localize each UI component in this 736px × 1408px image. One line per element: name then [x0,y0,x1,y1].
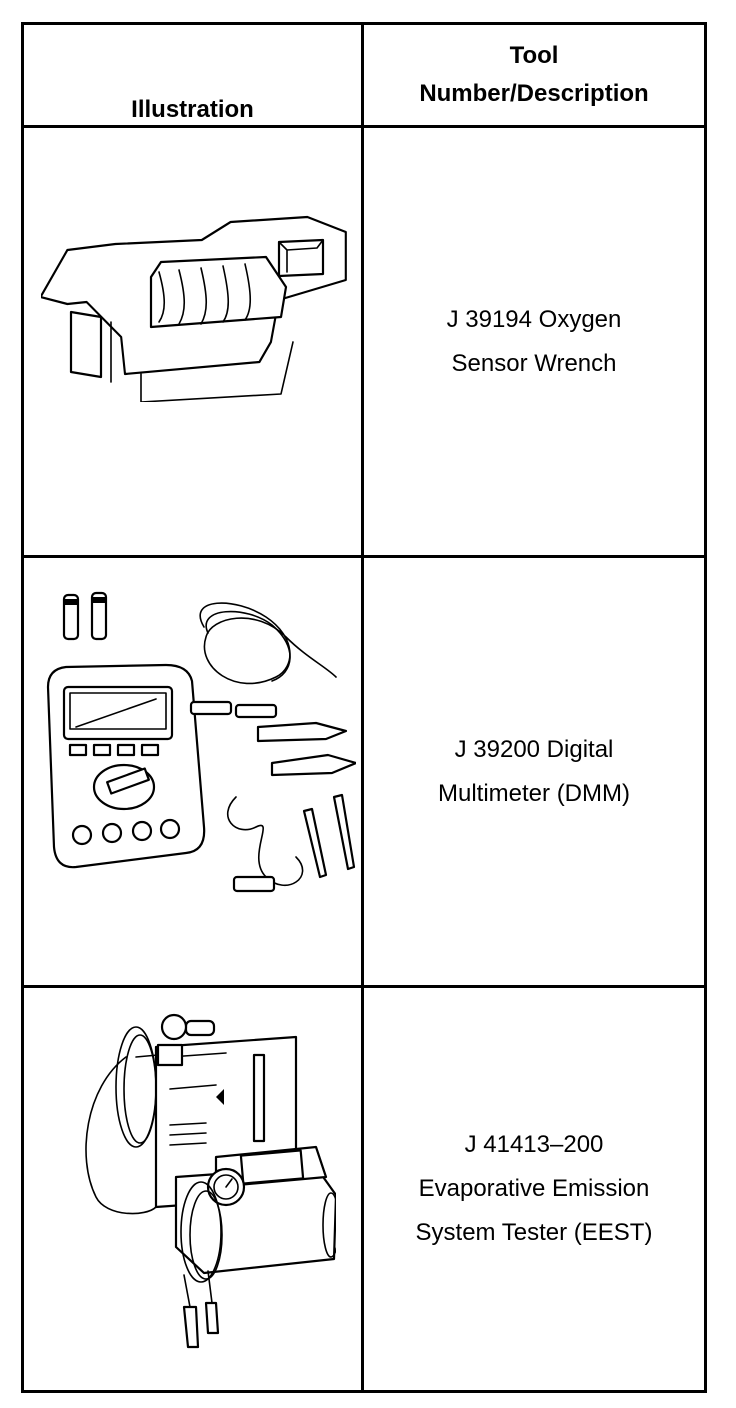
table-border-right [704,22,707,1393]
header-illustration: Illustration [131,96,254,123]
table-border-left [21,22,24,1393]
header-tool-line2: Number/Description [419,80,649,107]
tool-table: Illustration Tool Number/Description J 3… [21,22,707,1393]
row-3-line-3: System Tester (EEST) [415,1219,653,1246]
header-divider [21,125,707,128]
row-1-line-2: Sensor Wrench [451,349,617,377]
column-divider [361,22,364,1393]
row-1-description-cell: J 39194 Oxygen Sensor Wrench [364,128,704,555]
oxygen-sensor-wrench-illustration [41,215,347,402]
row-2-description-cell: J 39200 Digital Multimeter (DMM) [364,558,704,985]
row-3-line-1: J 41413–200 [464,1131,604,1158]
digital-multimeter-illustration [46,591,356,893]
header-illustration-cell: Illustration [24,25,361,125]
table-border-bottom [21,1390,707,1393]
header-tool-line1: Tool [509,42,559,69]
row-3-description-cell: J 41413–200 Evaporative Emission System … [364,988,704,1390]
header-tool-cell: Tool Number/Description [364,25,704,125]
row-divider-2 [21,985,707,988]
row-1-line-1: J 39194 Oxygen [446,305,622,333]
row-divider-1 [21,555,707,558]
row-2-line-2: Multimeter (DMM) [438,779,630,807]
row-3-line-2: Evaporative Emission [418,1175,650,1202]
evap-emission-tester-illustration [85,1013,336,1349]
row-2-line-1: J 39200 Digital [454,735,614,763]
table-border-top [21,22,707,25]
